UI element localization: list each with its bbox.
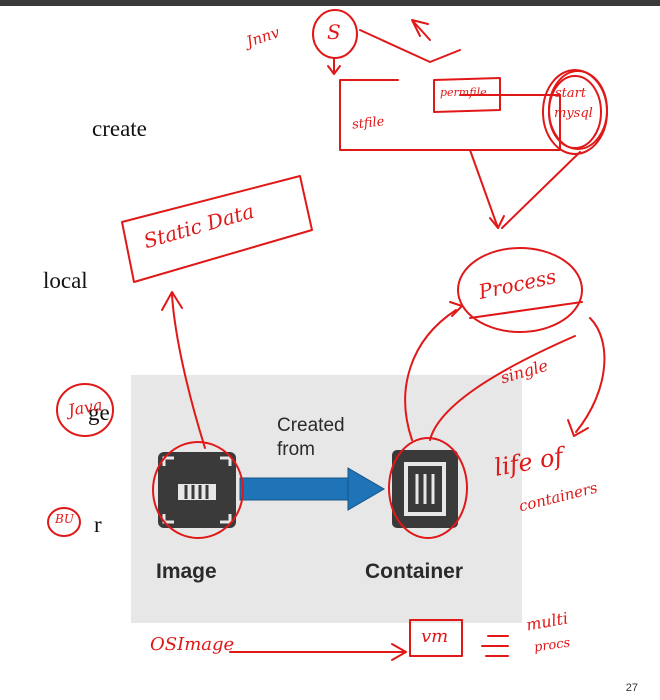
created-label: Created [277,415,345,436]
container-label: Container [365,560,464,583]
body-text-ge: ge [88,400,110,425]
process-circle [457,247,583,333]
container-icon [392,450,458,528]
image-label: Image [156,560,217,583]
bu-circle [47,507,81,537]
annotation-osimage: OSImage [150,634,235,655]
annotation-vm: vm [421,626,449,647]
vm-box [409,619,463,657]
pen-annotations [47,9,608,661]
annotation-bu: BU [55,512,74,526]
annotation-s: S [327,20,341,44]
annotation-start: start [555,86,587,101]
down-arrow-from-circle [327,57,341,75]
body-text-create: create [92,116,147,141]
annotation-permfile: permfile [440,86,487,99]
body-text-r: r [94,512,102,537]
annotation-mysql: mysql [554,106,593,121]
static-data-box [121,175,313,283]
created-from-arrow [239,467,385,511]
image-circle-annotation [152,441,244,539]
java-circle [56,383,114,437]
image-icon [158,452,236,528]
permfile-box [433,77,501,113]
container-circle-annotation [388,437,468,539]
body-text-local: local [43,268,88,293]
from-label: from [277,439,315,460]
page-number: 27 [625,682,638,694]
image-to-static-arrow [171,294,206,449]
top-window-bar [0,0,660,6]
